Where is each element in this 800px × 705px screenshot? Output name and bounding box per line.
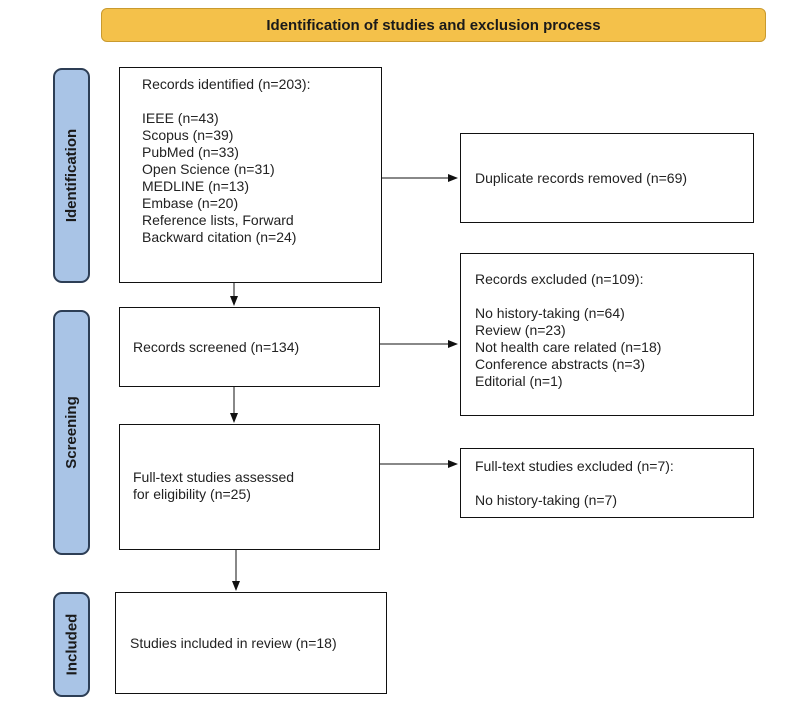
fulltext-excluded-title: Full-text studies excluded (n=7): [475,458,674,474]
records-screened-label: Records screened (n=134) [133,338,300,355]
exclusion-reason: Not health care related (n=18) [475,339,662,355]
exclusion-reason: Editorial (n=1) [475,373,563,389]
diagram-title-text: Identification of studies and exclusion … [266,16,601,34]
duplicates-removed-box: Duplicate records removed (n=69) [460,133,754,223]
records-identified-title: Records identified (n=203): [142,76,311,92]
fulltext-assessed-line: for eligibility (n=25) [133,486,251,502]
fulltext-assessed-line: Full-text studies assessed [133,469,295,485]
source-item: IEEE (n=43) [142,110,219,126]
records-screened-box: Records screened (n=134) [119,307,380,387]
source-item: Open Science (n=31) [142,161,275,177]
records-identified-box: Records identified (n=203): IEEE (n=43) … [119,67,382,283]
source-item: Embase (n=20) [142,195,239,211]
phase-screening: Screening [53,310,90,555]
exclusion-reason: Review (n=23) [475,322,566,338]
exclusion-reason: Conference abstracts (n=3) [475,356,646,372]
records-excluded-box: Records excluded (n=109): No history-tak… [460,253,754,416]
records-excluded-title: Records excluded (n=109): [475,271,644,287]
diagram-title: Identification of studies and exclusion … [101,8,766,42]
phase-included: Included [53,592,90,697]
duplicates-removed-label: Duplicate records removed (n=69) [475,169,688,186]
fulltext-excluded-reason: No history-taking (n=7) [475,492,618,508]
phase-identification: Identification [53,68,90,283]
studies-included-label: Studies included in review (n=18) [130,634,337,651]
exclusion-reason: No history-taking (n=64) [475,305,625,321]
source-item: Reference lists, Forward [142,212,294,228]
source-item: MEDLINE (n=13) [142,178,249,194]
source-item: Backward citation (n=24) [142,229,297,245]
fulltext-assessed-box: Full-text studies assessed for eligibili… [119,424,380,550]
source-item: Scopus (n=39) [142,127,234,143]
studies-included-box: Studies included in review (n=18) [115,592,387,694]
fulltext-excluded-box: Full-text studies excluded (n=7): No his… [460,448,754,518]
source-item: PubMed (n=33) [142,144,239,160]
